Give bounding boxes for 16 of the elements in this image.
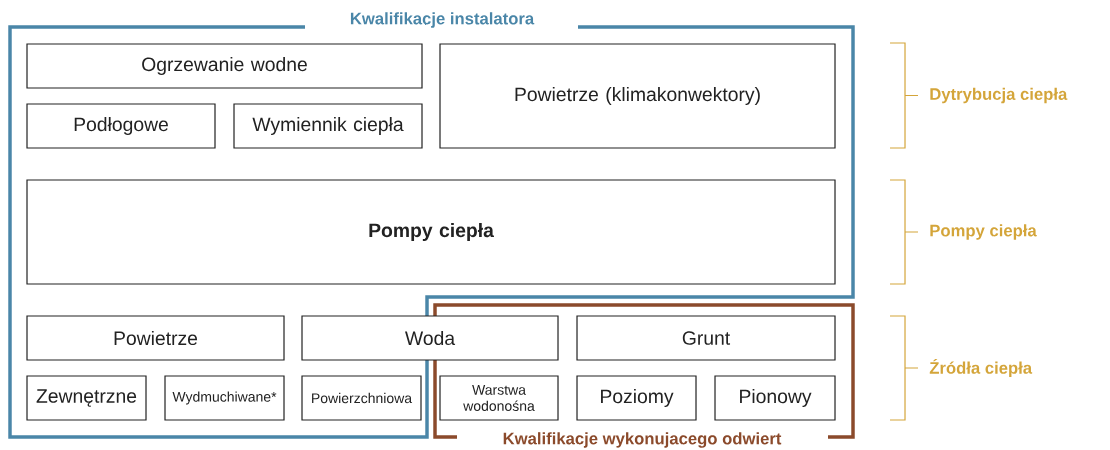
category-box: Wymiennik ciepła — [233, 103, 423, 149]
category-box: Powietrze — [26, 315, 285, 361]
category-box: Podłogowe — [26, 103, 216, 149]
level-label: Źródła ciepła — [929, 358, 1033, 378]
category-box: Poziomy — [576, 375, 697, 421]
category-box: Pionowy — [714, 375, 836, 421]
category-box: Wydmuchiwane* — [164, 375, 285, 421]
category-box: Powietrze (klimakonwektory) — [439, 43, 836, 149]
category-box: Powierzchniowa — [301, 375, 422, 421]
category-box: Pompy ciepła — [26, 179, 836, 285]
category-box: Zewnętrzne — [26, 375, 147, 421]
level-label: Pompy ciepła — [930, 224, 1037, 240]
category-box: Warstwa wodonośna — [439, 375, 559, 421]
level-label: Dytrybucja ciepła — [930, 87, 1068, 104]
category-box: Grunt — [576, 315, 836, 361]
category-box: Ogrzewanie wodne — [26, 43, 423, 89]
